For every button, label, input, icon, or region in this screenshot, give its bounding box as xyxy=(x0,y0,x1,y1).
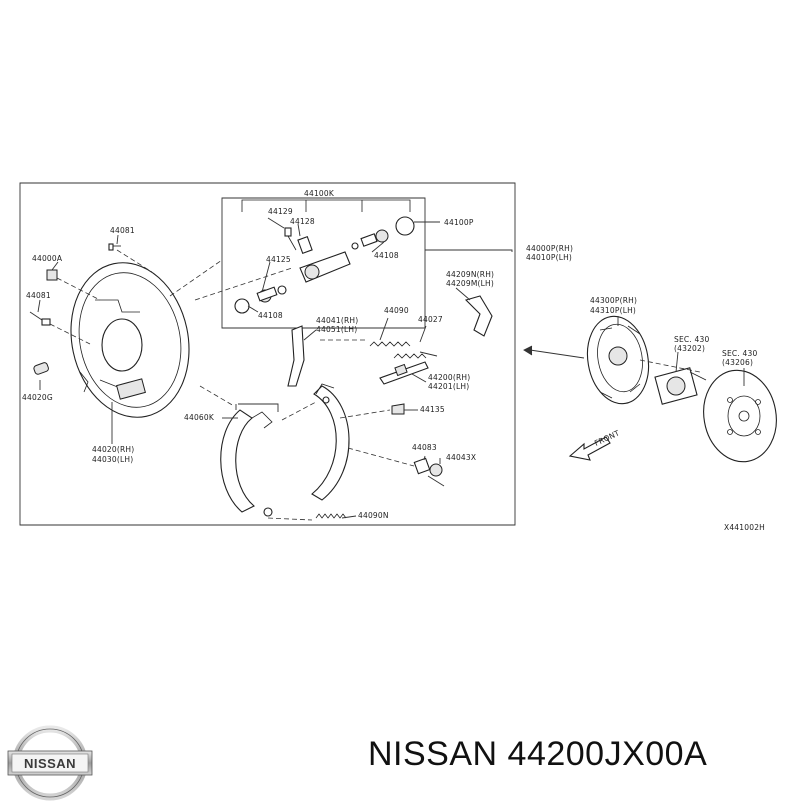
wheel-cylinder xyxy=(297,236,351,283)
label-44020: 44020(RH) xyxy=(92,445,134,454)
arrow-left-indicator xyxy=(523,345,585,359)
label-44125: 44125 xyxy=(266,255,291,264)
adjuster-spring xyxy=(369,341,438,359)
assembly-code: X441002H xyxy=(724,523,765,532)
label-44201: 44201(LH) xyxy=(428,382,469,391)
leader-44000P xyxy=(425,249,513,252)
label-44209N: 44209N(RH) xyxy=(446,270,494,279)
label-44090: 44090 xyxy=(384,306,409,315)
lever-44209N xyxy=(455,287,493,337)
label-44100K: 44100K xyxy=(304,189,335,198)
label-44020G: 44020G xyxy=(22,393,53,402)
front-arrow-icon xyxy=(568,436,611,461)
return-spring-44090N xyxy=(315,513,347,519)
clip-44135 xyxy=(391,403,405,415)
label-44027: 44027 xyxy=(418,315,443,324)
label-44041: 44041(RH) xyxy=(316,316,358,325)
label-43206: (43206) xyxy=(722,358,753,367)
kit-bracket xyxy=(241,199,411,212)
brake-shoe-44060K xyxy=(220,403,279,517)
label-44129: 44129 xyxy=(268,207,293,216)
parking-lever-44041 xyxy=(287,325,305,387)
label-44000P: 44000P(RH) xyxy=(526,244,573,253)
backing-plate xyxy=(70,262,190,418)
bleeder-screw xyxy=(284,227,297,251)
pin-44083 xyxy=(413,457,445,487)
label-44090N: 44090N xyxy=(358,511,389,520)
grommet-44020G xyxy=(33,362,49,375)
label-44060K: 44060K xyxy=(184,413,215,422)
product-title: NISSAN 44200JX00A xyxy=(368,735,708,773)
label-sec430-hub: SEC. 430 xyxy=(674,335,709,344)
label-44000A: 44000A xyxy=(32,254,63,263)
brake-drum-43206 xyxy=(703,369,777,463)
bolt-44081-top xyxy=(108,243,153,273)
label-44081-top: 44081 xyxy=(110,226,135,235)
label-44310P: 44310P(LH) xyxy=(590,306,636,315)
adjuster-44200 xyxy=(379,361,429,385)
label-44081-left: 44081 xyxy=(26,291,51,300)
cylinder-parts-right xyxy=(351,216,415,250)
label-44108-left: 44108 xyxy=(258,311,283,320)
label-44128: 44128 xyxy=(290,217,315,226)
bolt-44081-left xyxy=(29,311,91,345)
label-44083: 44083 xyxy=(412,443,437,452)
label-44051: 44051(LH) xyxy=(316,325,357,334)
logo-wordmark: NISSAN xyxy=(24,756,76,771)
label-44200: 44200(RH) xyxy=(428,373,470,382)
diagram-frame xyxy=(19,182,516,526)
label-44030: 44030(LH) xyxy=(92,455,133,464)
hub-bearing-43202 xyxy=(654,367,707,405)
nissan-logo: NISSAN xyxy=(7,725,93,801)
label-sec430-drum: SEC. 430 xyxy=(722,349,757,358)
label-44043X: 44043X xyxy=(446,453,476,462)
brake-shoe-right xyxy=(311,383,350,501)
label-44300P: 44300P(RH) xyxy=(590,296,637,305)
label-44108-right: 44108 xyxy=(374,251,399,260)
label-44135: 44135 xyxy=(420,405,445,414)
label-44209M: 44209M(LH) xyxy=(446,279,494,288)
label-44010P: 44010P(LH) xyxy=(526,253,572,262)
label-44100P: 44100P xyxy=(444,218,474,227)
label-43202: (43202) xyxy=(674,344,705,353)
brake-assembly-44300P xyxy=(586,315,650,405)
cylinder-parts-left xyxy=(234,285,287,314)
